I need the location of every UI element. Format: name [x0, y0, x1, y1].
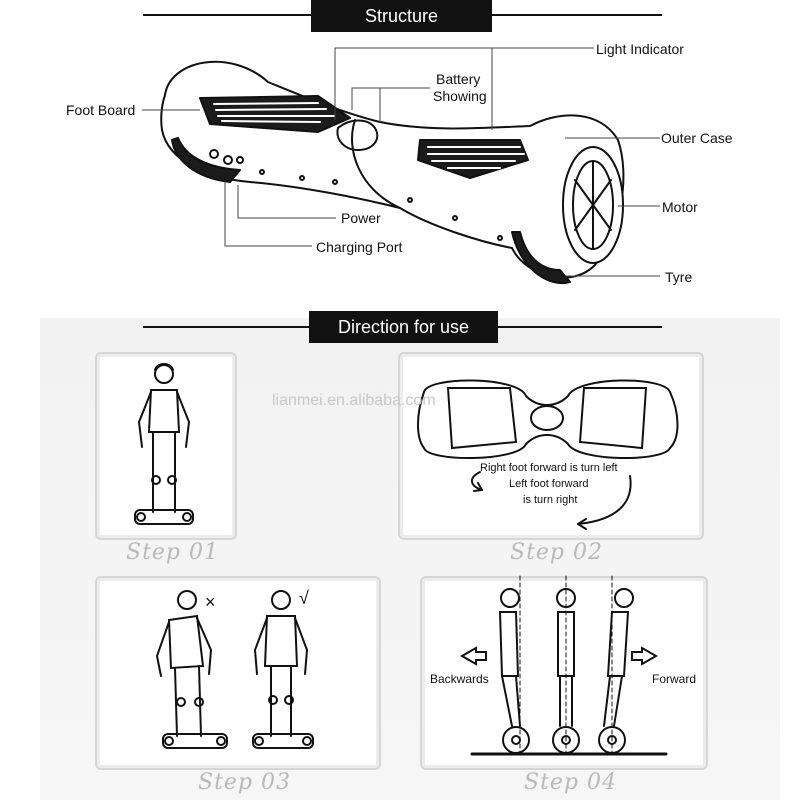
step3-wrong-mark: × [205, 592, 216, 612]
step3-riders [155, 590, 314, 749]
step2-text-line3: is turn right [523, 494, 578, 506]
step4-forward: Forward [652, 672, 697, 686]
step3-right-mark: √ [299, 588, 309, 608]
label-light-indicator: Light Indicator [596, 41, 684, 57]
label-power: Power [341, 210, 381, 226]
step2-text-line1: Right foot forward is turn left [480, 462, 618, 474]
arrow-right-icon [631, 646, 659, 666]
watermark: lianmei.en.alibaba.com [272, 392, 436, 409]
label-battery-line1: Battery [436, 71, 481, 87]
label-battery-line2: Showing [433, 88, 487, 104]
direction-rule-right [498, 326, 662, 328]
direction-rule-left [143, 326, 311, 328]
label-foot-board: Foot Board [66, 102, 136, 118]
label-motor: Motor [662, 199, 698, 215]
step1-card [95, 352, 237, 540]
step3-label: Step 03 [198, 770, 292, 795]
step2-hoverboard-top-view [417, 379, 679, 530]
arrow-left-icon [459, 646, 487, 666]
structure-rule-right [492, 14, 662, 16]
step3-card [95, 576, 381, 770]
direction-title: Direction for use [309, 311, 498, 343]
step2-text-line2: Left foot forward [509, 478, 589, 490]
step1-label: Step 01 [126, 540, 220, 565]
step4-backwards: Backwards [430, 672, 489, 686]
label-charging-port: Charging Port [316, 239, 403, 255]
step2-label: Step 02 [510, 540, 604, 565]
hoverboard-illustration [142, 47, 660, 285]
label-tyre: Tyre [665, 269, 693, 285]
structure-rule-left [143, 14, 311, 16]
step4-label: Step 04 [524, 770, 618, 795]
step4-card [420, 576, 708, 770]
step4-riders [459, 575, 668, 757]
rider-figure-icon [134, 363, 194, 525]
label-outer-case: Outer Case [661, 130, 733, 146]
structure-title: Structure [311, 0, 492, 32]
